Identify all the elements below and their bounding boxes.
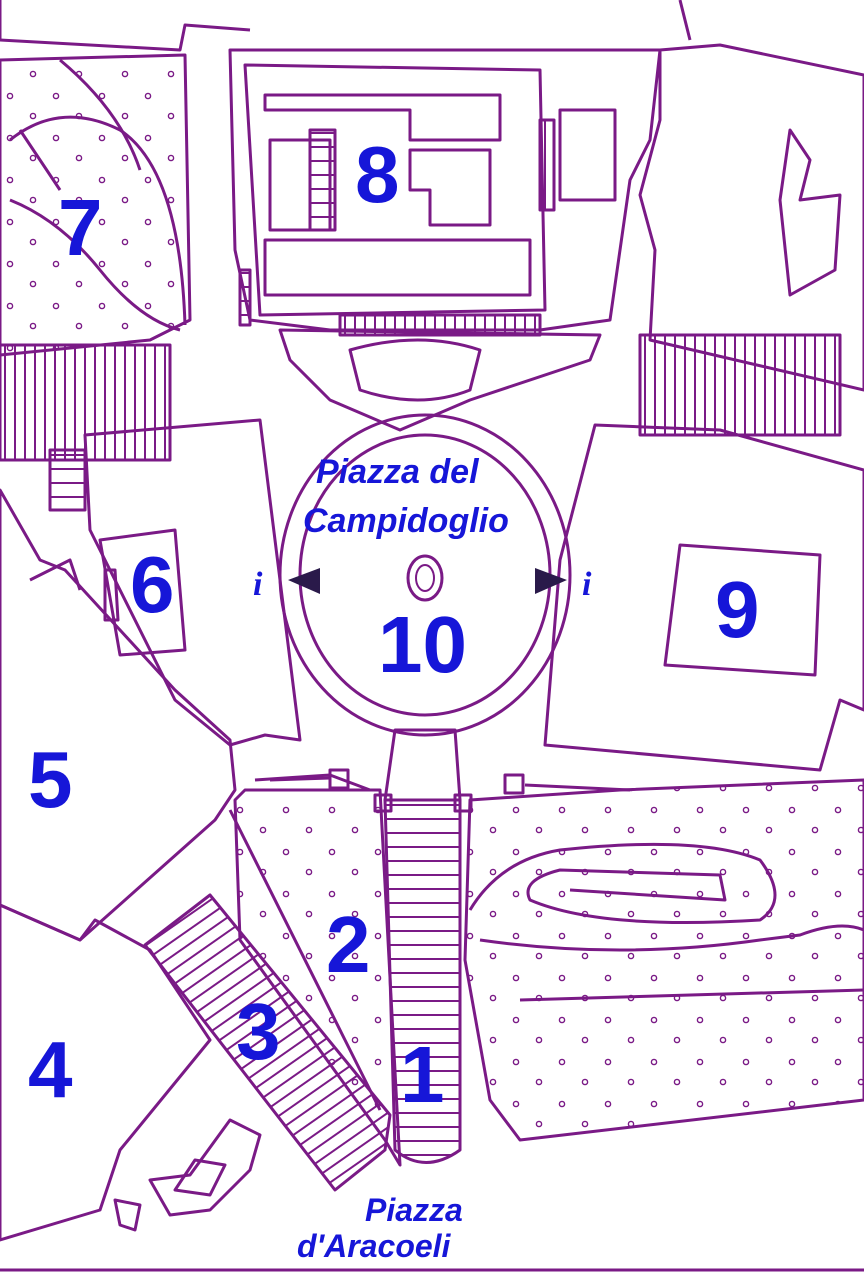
garden-7 (0, 53, 192, 357)
stairs-right-upper (638, 333, 842, 437)
cordonata-1 (383, 798, 462, 1164)
label-piazza-aracoeli-line1: Piazza (365, 1192, 463, 1228)
marker-10: 10 (378, 600, 467, 689)
building-5 (0, 488, 237, 942)
marker-9: 9 (715, 565, 760, 654)
label-piazza-aracoeli-line2: d'Aracoeli (297, 1228, 451, 1264)
building-8 (228, 48, 662, 332)
marker-6: 6 (130, 540, 175, 629)
garden-right (463, 778, 864, 1142)
marker-2: 2 (326, 900, 371, 989)
building-4 (0, 903, 212, 1242)
marker-4: 4 (28, 1025, 73, 1114)
info-symbol-left: i (253, 566, 263, 603)
marker-3: 3 (236, 987, 281, 1076)
building-9 (543, 423, 864, 772)
marker-5: 5 (28, 735, 73, 824)
marker-7: 7 (58, 183, 103, 272)
garden-2 (233, 788, 402, 1167)
marker-8: 8 (355, 130, 400, 219)
info-arrow-right-icon (535, 568, 567, 594)
statue-oval-icon (406, 554, 444, 602)
info-arrow-left-icon (288, 568, 320, 594)
label-piazza-campidoglio-line2: Campidoglio (303, 502, 509, 540)
info-symbol-right: i (582, 566, 592, 603)
label-piazza-campidoglio-line1: Piazza del (316, 453, 479, 491)
boundary-top-left (0, 23, 251, 52)
marker-1: 1 (400, 1030, 445, 1119)
